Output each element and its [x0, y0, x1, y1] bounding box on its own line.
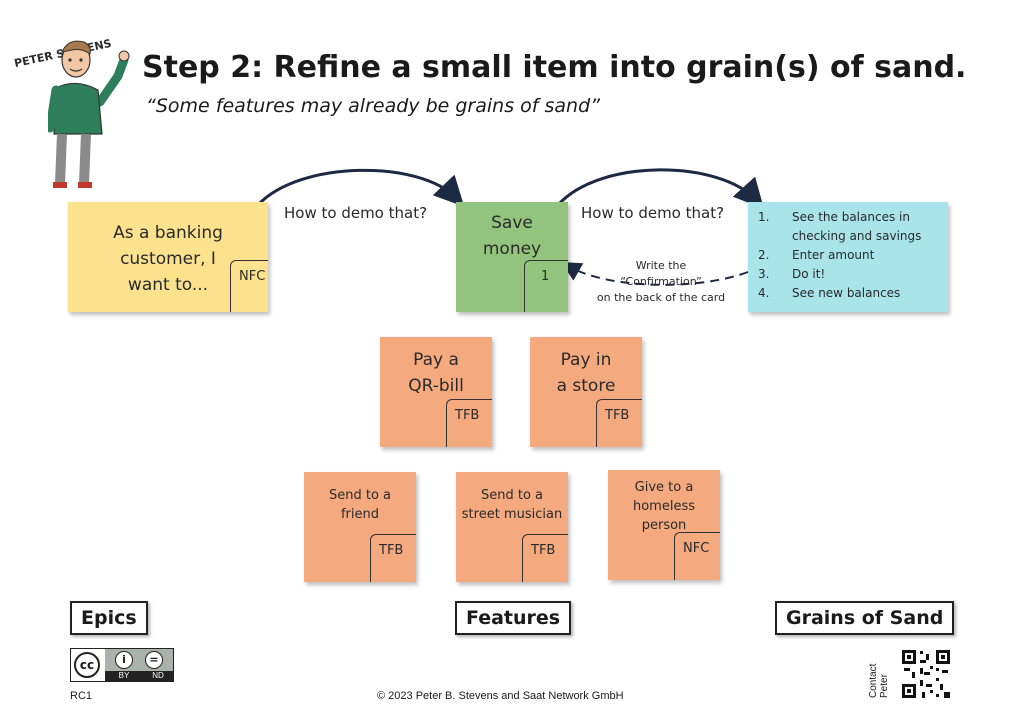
feature-card-store: Pay in a store TFB [530, 337, 642, 447]
save-card-text: Save money [456, 210, 568, 262]
friend-line-1: Send to a [328, 488, 392, 503]
musician-line-1: Send to a [480, 488, 544, 503]
cc-license-badge: cc i = BY ND [70, 648, 174, 682]
page-subtitle: “Some features may already be grains of … [146, 95, 600, 117]
column-label-grains: Grains of Sand [775, 601, 955, 635]
save-line-1: Save [491, 213, 533, 233]
musician-tag: TFB [522, 534, 568, 582]
presenter-illustration [48, 40, 130, 188]
grain-step-3: 3.Do it! [758, 267, 826, 281]
epic-line-1: As a banking [113, 223, 223, 243]
save-tag: 1 [524, 260, 568, 312]
license-bar: i = BY ND [105, 649, 173, 681]
column-label-epics: Epics [70, 601, 148, 635]
friend-line-2: friend [340, 507, 380, 522]
footer-code: RC1 [70, 690, 93, 702]
arrow-epic-to-feature [256, 168, 465, 207]
epic-line-3: want to... [127, 275, 209, 295]
back-note-line1: Write the [635, 259, 687, 272]
license-by: BY [105, 671, 143, 681]
column-label-features: Features [455, 601, 572, 635]
license-nd: ND [143, 671, 173, 681]
homeless-line-1: Give to a [634, 480, 694, 495]
back-note-line3: on the back of the card [596, 291, 726, 304]
contact-line-1: Contact [868, 663, 879, 698]
store-line-1: Pay in [560, 350, 612, 370]
homeless-line-2: homeless [632, 499, 695, 514]
grain-step-1: 1.See the balances in [758, 210, 910, 224]
qr-line-2: QR-bill [408, 376, 464, 396]
contact-line-2: Peter [879, 674, 890, 698]
epic-card: As a banking customer, I want to... NFC [68, 202, 268, 312]
store-line-2: a store [556, 376, 616, 396]
homeless-line-3: person [641, 518, 687, 533]
cc-icon: cc [74, 652, 100, 678]
epic-tag: NFC [230, 260, 268, 312]
friend-tag: TFB [370, 534, 416, 582]
qr-tag: TFB [446, 399, 492, 447]
grain-step-4: 4.See new balances [758, 286, 901, 300]
no-derivatives-icon: = [145, 651, 163, 669]
contact-qr-code[interactable] [900, 648, 952, 700]
grain-step-2: 2.Enter amount [758, 248, 875, 262]
grains-list: 1.See the balances in checking and savin… [758, 208, 921, 303]
grains-card: 1.See the balances in checking and savin… [748, 202, 948, 312]
attribution-icon: i [115, 651, 133, 669]
back-note-line2: “Confirmation” [620, 275, 702, 288]
grain-step-1b: checking and savings [792, 229, 922, 243]
store-tag: TFB [596, 399, 642, 447]
epic-card-text: As a banking customer, I want to... [68, 220, 268, 298]
arrow-grains-to-feature [561, 262, 749, 286]
feature-card-qr-bill: Pay a QR-bill TFB [380, 337, 492, 447]
arrow-label-right: How to demo that? [581, 204, 725, 222]
back-of-card-note: Write the “Confirmation” on the back of … [576, 258, 746, 306]
musician-line-2: street musician [461, 507, 563, 522]
page-title: Step 2: Refine a small item into grain(s… [142, 50, 967, 85]
arrow-feature-to-grains [556, 168, 765, 209]
qr-line-1: Pay a [413, 350, 459, 370]
footer-copyright: © 2023 Peter B. Stevens and Saat Network… [377, 690, 624, 702]
feature-card-homeless: Give to a homeless person NFC [608, 470, 720, 580]
arrow-label-left: How to demo that? [284, 204, 428, 222]
contact-label: Contact Peter [868, 650, 898, 700]
feature-card-musician: Send to a street musician TFB [456, 472, 568, 582]
homeless-tag: NFC [674, 532, 720, 580]
feature-card-save-money: Save money 1 [456, 202, 568, 312]
epic-line-2: customer, I [120, 249, 216, 269]
feature-card-friend: Send to a friend TFB [304, 472, 416, 582]
save-line-2: money [482, 239, 542, 259]
